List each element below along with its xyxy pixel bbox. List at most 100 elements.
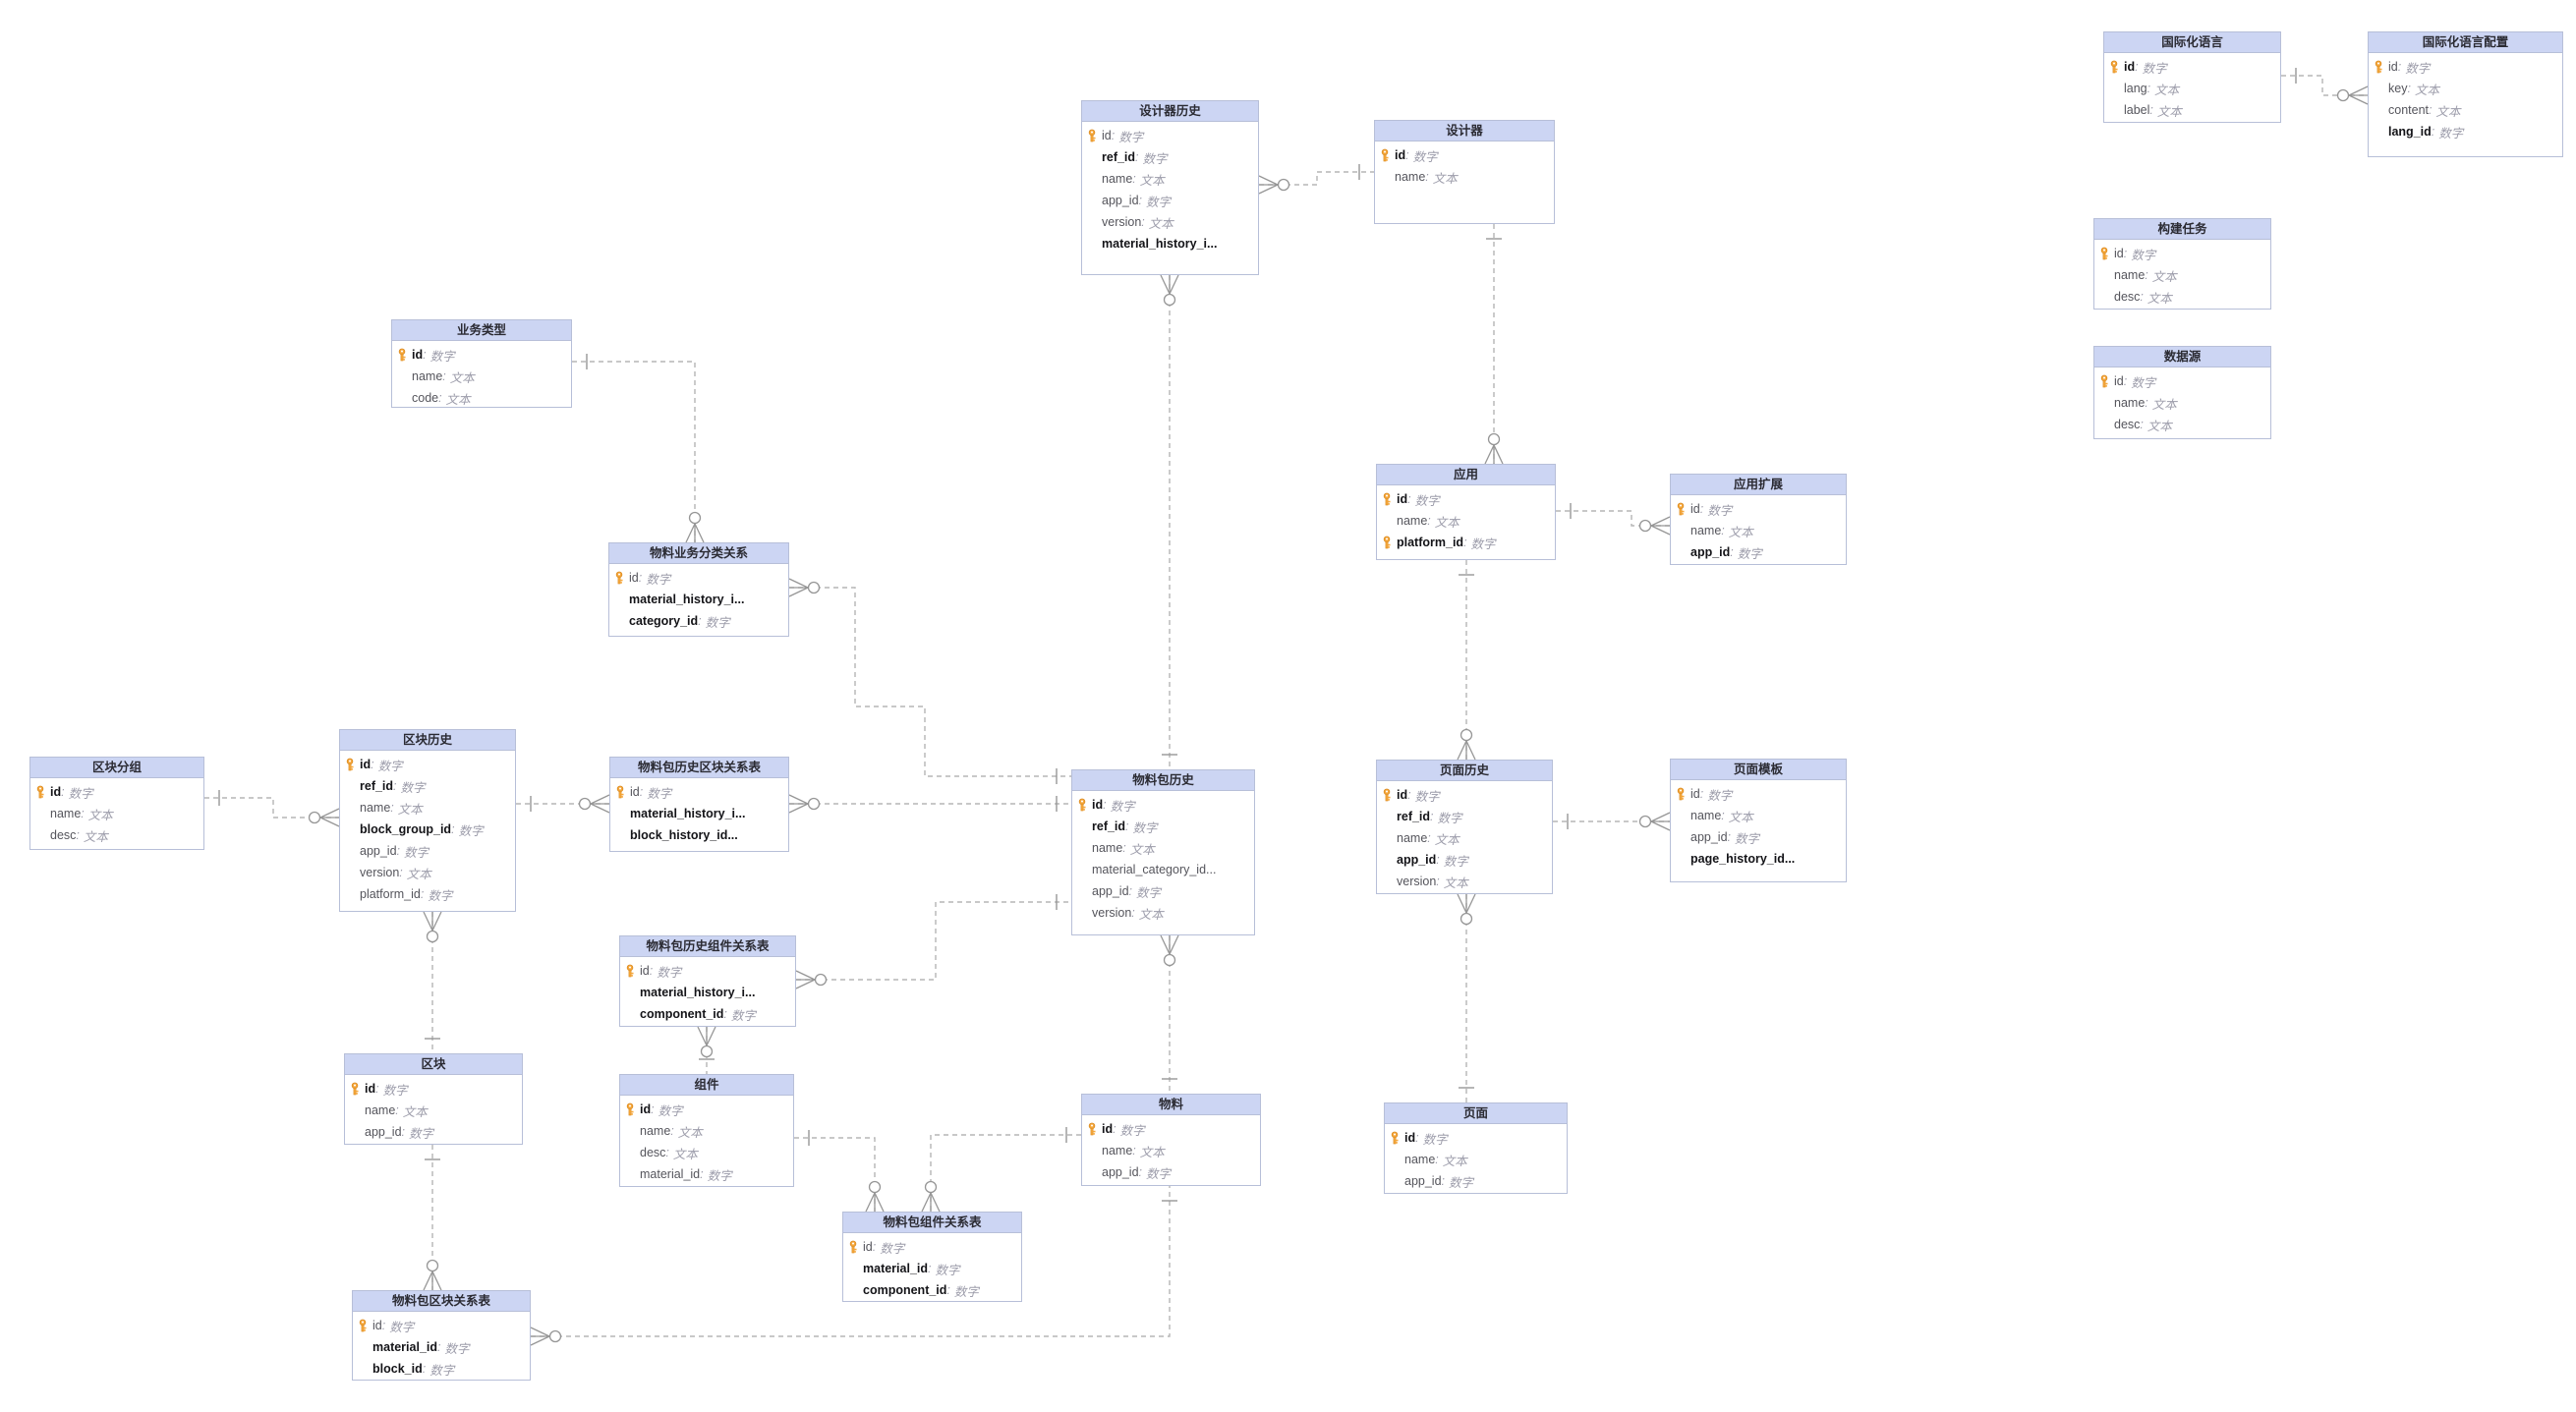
table-field: material_history_i... [610,803,788,824]
table-field: ref_id:数字 [1082,146,1258,168]
field-type: 文本 [1728,525,1753,539]
key-icon-spacer [1087,150,1102,164]
field-name: id [2124,60,2136,74]
primary-key-icon [848,1240,863,1254]
table-field: page_history_id... [1671,848,1846,870]
field-name: category_id [629,614,699,628]
field-colon: : [2135,60,2139,74]
table-title: 页面历史 [1377,761,1552,781]
table-title: 物料 [1082,1095,1260,1115]
field-colon: : [1138,1165,1143,1179]
table-field: platform_id:数字 [1377,532,1555,553]
key-icon-spacer [625,1167,640,1181]
field-type: 文本 [1432,171,1458,186]
field-type: 数字 [705,615,730,630]
table-field: app_id:数字 [340,840,515,862]
field-name: block_id [372,1362,423,1376]
field-name: id [1395,148,1406,162]
table-field: version:文本 [1072,902,1254,924]
key-icon-spacer [1077,906,1092,920]
field-colon: : [2140,418,2144,431]
table-field: name:文本 [1671,520,1846,541]
table-field: id:数字 [1082,1118,1260,1140]
table-field: desc:文本 [620,1142,793,1163]
table-field: version:文本 [1377,871,1552,892]
field-colon: : [1131,906,1135,920]
table-field: lang:文本 [2104,78,2280,99]
key-icon-spacer [1382,853,1397,867]
primary-key-icon [35,785,50,799]
field-type: 数字 [646,572,671,587]
table-title: 页面 [1385,1103,1567,1124]
table-field: name:文本 [1385,1149,1567,1170]
key-icon-spacer [1382,831,1397,845]
field-type: 数字 [1414,789,1440,804]
primary-key-icon [1676,502,1690,516]
table-title: 数据源 [2094,347,2270,367]
field-type: 数字 [1142,151,1168,166]
key-icon-spacer [2099,290,2114,304]
table-field: block_history_id... [610,824,788,846]
field-name: name [1102,172,1133,186]
primary-key-icon [614,571,629,585]
field-type: 文本 [2151,397,2177,412]
table-field: name:文本 [345,1100,522,1121]
field-type: 数字 [1146,195,1172,209]
key-icon-spacer [614,593,629,606]
table-field: name:文本 [620,1120,793,1142]
key-icon-spacer [1390,1153,1404,1166]
field-colon: : [2147,82,2151,95]
table-field: platform_id:数字 [340,883,515,905]
field-type: 数字 [880,1241,905,1256]
field-name: version [1102,215,1142,229]
table-field: ref_id:数字 [1072,816,1254,837]
primary-key-icon [2099,374,2114,388]
key-icon-spacer [2374,103,2388,117]
table-title: 区块 [345,1054,522,1075]
field-colon: : [1125,819,1129,833]
field-name: id [1092,798,1104,812]
field-type: 文本 [677,1125,703,1140]
primary-key-icon [350,1082,365,1096]
table-title: 设计器 [1375,121,1554,141]
field-type: 文本 [2151,269,2177,284]
field-colon: : [437,1340,441,1354]
primary-key-icon [1390,1131,1404,1145]
field-name: name [412,369,443,383]
relation-material-history-component-relation--material-history [796,901,1071,981]
field-name: app_id [1102,194,1139,207]
field-name: lang [2124,82,2147,95]
table-field: material_history_i... [609,589,788,610]
field-type: 文本 [445,392,471,407]
table-field: block_group_id:数字 [340,819,515,840]
field-colon: : [2149,103,2153,117]
